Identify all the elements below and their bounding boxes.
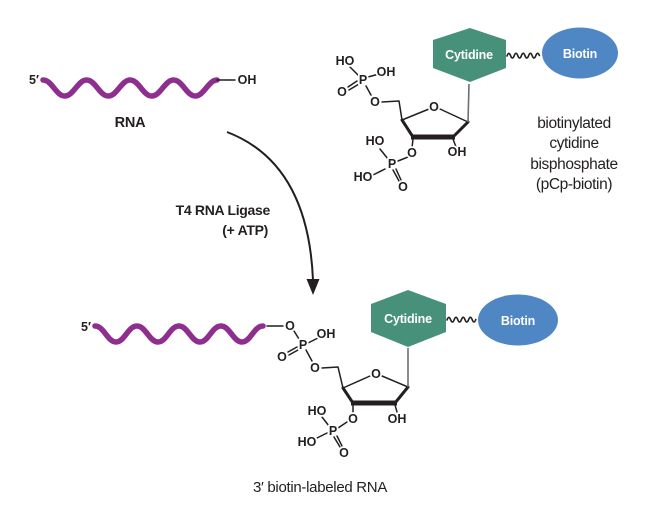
cofactor-label: (+ ATP) — [222, 222, 268, 238]
atom-p: P — [388, 157, 396, 171]
linker-squiggle — [446, 316, 477, 323]
biotin-label: Biotin — [563, 47, 597, 61]
atom-ho: HO — [366, 134, 385, 148]
atom-ring-o: O — [371, 367, 381, 381]
product-caption: 3′ biotin-labeled RNA — [253, 479, 387, 496]
reaction-arrow-curve — [226, 131, 314, 281]
atom-o: O — [337, 85, 347, 99]
atom-oh: OH — [317, 327, 336, 341]
atom-p: P — [329, 424, 337, 438]
pcp-caption-line: bisphosphate — [530, 156, 617, 173]
five-prime-label: 5′ — [81, 320, 91, 334]
reactant-rna: 5′ OH RNA — [29, 71, 258, 131]
atom-o: O — [277, 350, 287, 364]
atom-ho: HO — [308, 404, 327, 418]
five-prime-label: 5′ — [29, 73, 39, 87]
pcp-caption-line: cytidine — [549, 135, 598, 152]
product-bonds — [266, 325, 409, 448]
cytidine-label: Cytidine — [384, 312, 432, 326]
cytidine-hexagon — [433, 28, 506, 82]
biotin-ellipse — [478, 294, 558, 346]
rna-label: RNA — [115, 115, 147, 131]
atom-o: O — [348, 412, 358, 426]
atom-p: P — [359, 73, 367, 87]
linker-squiggle — [506, 52, 541, 59]
atom-oh: OH — [448, 145, 467, 159]
biotin-ellipse — [542, 27, 618, 79]
atom-ho: HO — [336, 54, 355, 68]
pcp-caption-line: (pCp-biotin) — [536, 176, 612, 193]
cytidine-hexagon — [371, 290, 446, 347]
pcp-base-connector — [467, 83, 470, 123]
rna-strand-wave — [40, 77, 220, 99]
cytidine-label: Cytidine — [445, 48, 493, 62]
atom-o: O — [310, 361, 320, 375]
arrow-head-icon — [306, 279, 320, 295]
atom-ho: HO — [298, 435, 317, 449]
atom-oh: OH — [238, 73, 257, 87]
atom-ring-o: O — [429, 100, 439, 114]
pcp-bonds — [347, 66, 469, 182]
atom-o: O — [285, 319, 295, 333]
pcp-biotin-structure: HO OH P O O O HO O OH P HO O Cytidine Bi… — [334, 27, 618, 196]
atom-o: O — [407, 146, 417, 160]
product-rna-strand-wave — [92, 323, 266, 345]
pcp-ring-side-bonds — [400, 118, 470, 139]
atom-oh: OH — [377, 65, 396, 79]
atom-ho: HO — [354, 170, 373, 184]
biotin-label: Biotin — [501, 314, 535, 328]
pcp-caption-line: biotinylated — [537, 115, 611, 132]
reaction-step: T4 RNA Ligase (+ ATP) — [176, 131, 320, 295]
atom-o: O — [370, 95, 380, 109]
atom-o: O — [398, 180, 408, 194]
atom-o: O — [339, 446, 349, 460]
atom-oh: OH — [388, 412, 407, 426]
product-structure: 5′ O OH P O O O HO O OH P HO O Cytidine … — [81, 290, 558, 496]
enzyme-label: T4 RNA Ligase — [176, 202, 271, 218]
atom-p: P — [299, 338, 307, 352]
